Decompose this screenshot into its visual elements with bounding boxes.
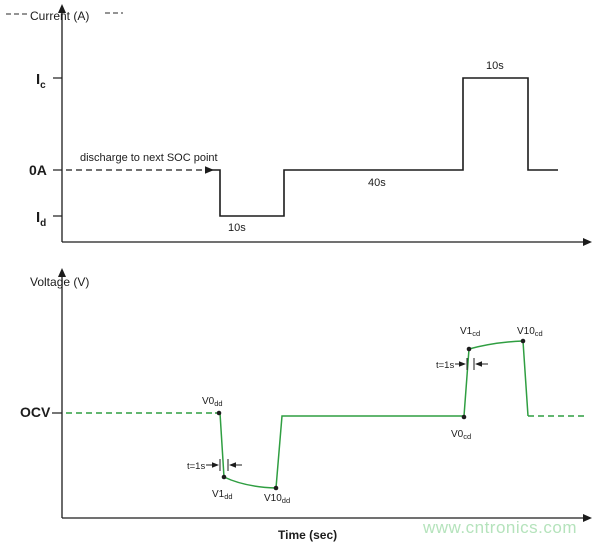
discharge-note-arrow-icon [205,166,214,174]
voltage-axis-label: Voltage (V) [30,275,89,289]
t1s-annotation-charge: t=1s [436,358,488,371]
voltage-x-axis-arrow-icon [583,514,592,522]
point-v10dd [273,485,279,491]
label-v1dd-sub: dd [224,492,232,501]
voltage-y-axis-arrow-icon [58,268,66,277]
tick-label-ic: Ic [36,71,46,91]
label-v10dd-sub: dd [282,496,290,505]
discharge-duration-label: 10s [228,222,246,234]
label-v1cd-sub: cd [472,329,480,338]
label-v0dd: V0dd [202,396,223,408]
voltage-waveform [215,340,529,489]
label-v1cd-base: V1 [460,326,473,337]
label-v0cd-sub: cd [463,432,471,441]
t1s-annotation-discharge: t=1s [187,459,242,472]
label-v0cd: V0cd [451,429,471,441]
tick-label-id: Id [36,209,46,229]
point-v1cd [466,346,472,352]
label-v10dd-base: V10 [264,493,282,504]
label-v10dd: V10dd [264,493,290,505]
label-v1cd: V1cd [460,326,480,338]
voltage-chart: Voltage (V) Time (sec) OCV V0dd V1dd V10… [20,268,592,542]
t1s-charge-left-arrow-icon [475,361,482,367]
label-v0dd-sub: dd [214,399,222,408]
watermark: www.cntronics.com [422,518,577,537]
label-v10cd-sub: cd [535,329,543,338]
current-waveform [210,77,558,217]
charge-duration-label: 10s [486,60,504,72]
label-v0cd-base: V0 [451,429,464,440]
label-v10cd-base: V10 [517,326,535,337]
point-v0dd [216,410,222,416]
tick-id-base: I [36,209,40,226]
rest-duration-label: 40s [368,177,386,189]
tick-ic-base: I [36,71,40,88]
current-axis-label: Current (A) [30,9,89,23]
point-v0cd [461,414,467,420]
t1s-charge-right-arrow-icon [459,361,466,367]
tick-label-0a: 0A [29,162,47,178]
current-x-axis-arrow-icon [583,238,592,246]
label-v1dd: V1dd [212,489,233,501]
t1s-discharge-right-arrow-icon [212,462,219,468]
tick-ic-sub: c [40,80,46,91]
label-v1dd-base: V1 [212,489,225,500]
point-v1dd [221,474,227,480]
tick-id-sub: d [40,218,46,229]
label-v10cd: V10cd [517,326,543,338]
discharge-note: discharge to next SOC point [80,152,218,164]
t1s-discharge-label: t=1s [187,461,205,472]
t1s-charge-label: t=1s [436,360,454,371]
label-v0dd-base: V0 [202,396,215,407]
current-chart: Current (A) Ic 0A Id discharge to next S… [6,4,592,246]
time-axis-label: Time (sec) [278,528,337,542]
point-v10cd [520,338,526,344]
t1s-discharge-left-arrow-icon [229,462,236,468]
tick-label-ocv: OCV [20,404,51,420]
current-y-axis-arrow-icon [58,4,66,13]
